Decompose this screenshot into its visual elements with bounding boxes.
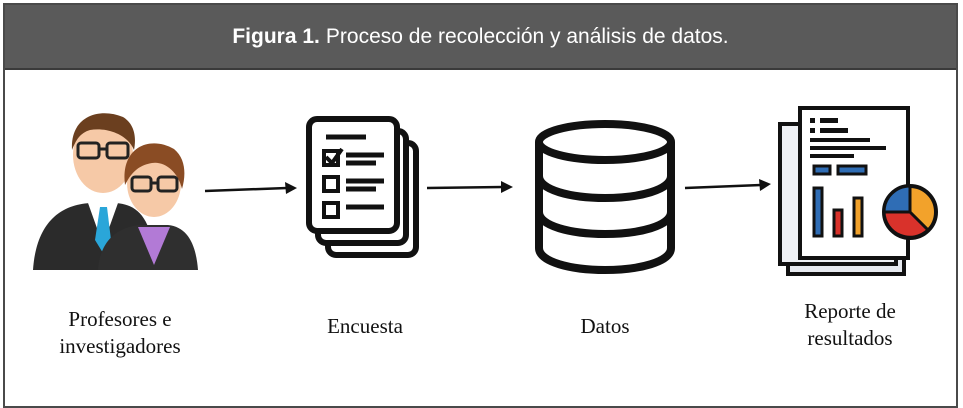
report-chart-icon <box>778 106 938 276</box>
people-icon <box>33 113 198 270</box>
arrow-2 <box>426 181 513 193</box>
node-label-line: Datos <box>580 314 630 338</box>
figure-label: Figura 1. <box>232 24 320 48</box>
arrow-1 <box>204 182 297 194</box>
database-icon <box>535 120 675 275</box>
figure-title: Proceso de recolección y análisis de dat… <box>325 24 729 48</box>
node-label-line: investigadores <box>59 334 181 358</box>
survey-document-icon <box>306 116 419 258</box>
node-label-line: resultados <box>807 326 893 350</box>
node-label-datos: Datos <box>545 313 665 340</box>
node-label-line: Profesores e <box>68 307 172 331</box>
node-label-profesores: Profesores e investigadores <box>40 306 200 360</box>
node-label-line: Encuesta <box>327 314 403 338</box>
arrow-3 <box>684 179 771 191</box>
node-label-encuesta: Encuesta <box>300 313 430 340</box>
figure-header: Figura 1. Proceso de recolección y análi… <box>5 5 956 70</box>
node-label-line: Reporte de <box>804 299 896 323</box>
node-label-reporte: Reporte de resultados <box>780 298 920 352</box>
